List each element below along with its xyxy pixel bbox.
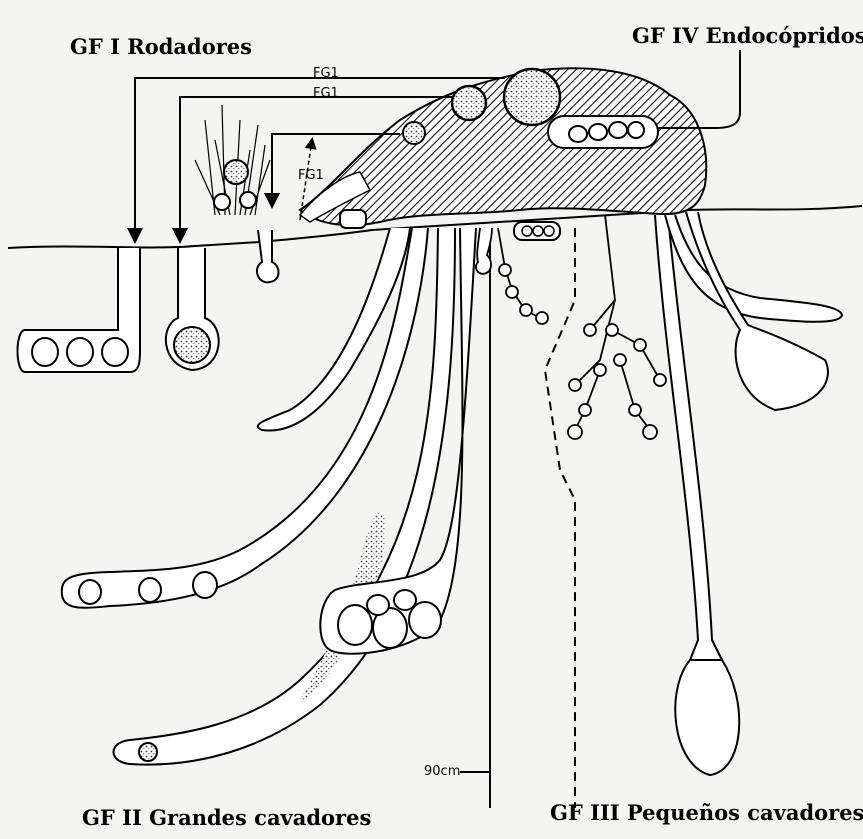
label-fg1-left: FG1 xyxy=(298,168,324,183)
surface-ball-3 xyxy=(240,192,256,208)
surface-ball xyxy=(224,160,248,184)
roller-burrow-2-ball xyxy=(174,327,210,363)
label-fg1-mid: FG1 xyxy=(313,86,339,101)
small-chamber-eggs xyxy=(522,226,554,236)
dung-ball-small xyxy=(403,122,425,144)
surface-ball-2 xyxy=(214,194,230,210)
roller-burrow-3 xyxy=(257,230,279,282)
pat-cell xyxy=(340,210,366,228)
dung-ball-large xyxy=(504,69,560,125)
label-gf4: GF IV Endocópridos xyxy=(632,23,863,48)
label-fg1-top: FG1 xyxy=(313,66,339,81)
dung-ball-medium xyxy=(452,86,486,120)
roller-burrow-1-eggs xyxy=(32,338,128,366)
dashed-boundary xyxy=(545,228,575,808)
branched-burrow xyxy=(568,215,666,439)
small-burrow-chain xyxy=(498,228,548,324)
label-gf2: GF II Grandes cavadores xyxy=(82,805,371,830)
brood-mass-bottom xyxy=(675,660,739,775)
label-gf3: GF III Pequeños cavadores xyxy=(550,800,863,825)
label-gf1: GF I Rodadores xyxy=(70,34,252,59)
label-depth: 90cm xyxy=(424,764,460,779)
digger-tunnel-c-egg xyxy=(139,743,157,761)
